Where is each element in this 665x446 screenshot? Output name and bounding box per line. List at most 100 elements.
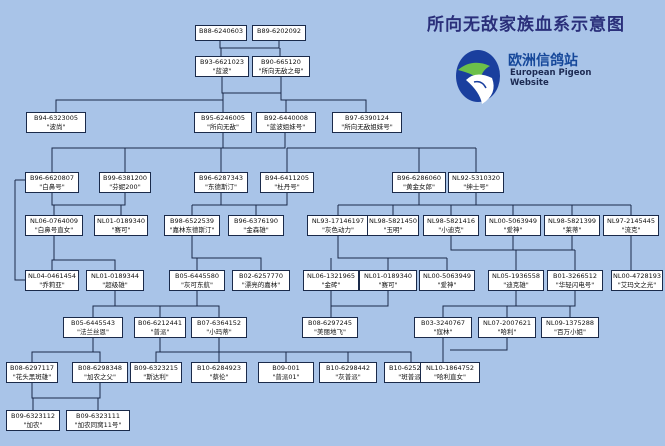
- pedigree-node: B08-6297117"花头黑斑雄": [6, 362, 58, 383]
- node-ring-number: NL01-0189340: [363, 272, 413, 280]
- node-ring-number: B09-6323112: [10, 412, 56, 420]
- node-ring-number: B98-6522539: [169, 217, 215, 225]
- node-pigeon-name: "花头黑斑雄": [12, 373, 52, 381]
- node-ring-number: NL05-1936558: [491, 272, 541, 280]
- connector-line: [280, 93, 367, 112]
- pedigree-node: B96-6620807"白鼻号": [25, 172, 79, 193]
- pedigree-node: B09-6323111"加农同窝11号": [66, 410, 130, 431]
- connector-line: [31, 383, 34, 410]
- pedigree-node: NL98-5821399"莱蒂": [544, 215, 600, 236]
- node-pigeon-name: "加农": [23, 421, 43, 429]
- node-pigeon-name: "嘉林东德斯汀": [169, 226, 215, 234]
- node-pigeon-name: "哈利": [497, 328, 517, 336]
- pedigree-node: B10-6284923"蔡伦": [191, 362, 247, 383]
- pedigree-node: B09-001"普派01": [258, 362, 314, 383]
- node-pigeon-name: "莱蒂": [562, 226, 582, 234]
- pedigree-node: B92-6440008"蓝波姐妹号": [256, 112, 316, 133]
- connector-line: [418, 193, 477, 206]
- node-pigeon-name: "灰色动力": [322, 226, 354, 234]
- pedigree-node: B01-3266512"华轻闪电号": [547, 270, 603, 291]
- node-pigeon-name: "所向无敌之母": [258, 67, 304, 75]
- node-ring-number: B99-6381200: [102, 174, 148, 182]
- pigeon-logo-icon: [456, 50, 500, 104]
- diagram-title: 所向无敌家族血系示意图: [427, 15, 625, 35]
- node-ring-number: NL98-5821416: [426, 217, 476, 225]
- node-pigeon-name: "迪克雄": [503, 281, 529, 289]
- node-pigeon-name: "黄金女郎": [403, 183, 435, 191]
- node-pigeon-name: "美丽地飞": [314, 328, 346, 336]
- pedigree-node: B94-6323005"波尚": [26, 112, 86, 133]
- pedigree-node: NL00-4728193"艾玛文之光": [611, 270, 663, 291]
- pedigree-node: NL10-1864752"哈利直女": [420, 362, 480, 383]
- node-ring-number: NL93-17146197: [311, 217, 365, 225]
- connector-line: [155, 338, 161, 362]
- node-ring-number: NL07-2007621: [482, 319, 532, 327]
- node-ring-number: B96-6620807: [29, 174, 75, 182]
- node-pigeon-name: "绅士号": [463, 183, 489, 191]
- node-pigeon-name: "漂亮的嘉林": [241, 281, 281, 289]
- connector-line: [92, 291, 116, 317]
- node-ring-number: B03-3240767: [420, 319, 466, 327]
- logo-name-en-line2: Website: [510, 78, 549, 88]
- node-ring-number: B06-6212441: [137, 319, 183, 327]
- node-pigeon-name: "灰普派": [335, 373, 361, 381]
- node-ring-number: B08-6298348: [77, 364, 123, 372]
- node-ring-number: B10-6298442: [325, 364, 371, 372]
- logo-name-en-line1: European Pigeon: [510, 68, 592, 78]
- node-ring-number: B09-001: [272, 364, 300, 372]
- node-pigeon-name: "赛可": [111, 226, 131, 234]
- pedigree-node: NL01-0189344"超级雄": [86, 270, 144, 291]
- node-ring-number: NL06-1321965: [306, 272, 356, 280]
- node-pigeon-name: "蔡伦": [209, 373, 229, 381]
- node-ring-number: B09-6323215: [133, 364, 179, 372]
- node-ring-number: B95-6246005: [200, 114, 246, 122]
- connector-line: [569, 291, 576, 317]
- connector-line: [450, 338, 508, 351]
- node-ring-number: NL06-0764009: [29, 217, 79, 225]
- node-ring-number: NL00-5063949: [422, 272, 472, 280]
- node-pigeon-name: "金森雄": [243, 226, 269, 234]
- node-pigeon-name: "波尚": [46, 123, 66, 131]
- pedigree-node: B97-6390124"所向无敌姐妹号": [332, 112, 402, 133]
- node-pigeon-name: "斯达利": [143, 373, 169, 381]
- node-ring-number: NL98-5821450: [368, 217, 418, 225]
- pedigree-node: NL01-0189340"赛可": [359, 270, 417, 291]
- node-ring-number: B01-3266512: [552, 272, 598, 280]
- pedigree-node: B06-6212441"普派": [134, 317, 186, 338]
- pedigree-node: B95-6246005"所向无敌": [194, 112, 252, 133]
- connector-line: [348, 351, 412, 362]
- pedigree-node: NL05-1936558"迪克雄": [488, 270, 544, 291]
- node-pigeon-name: "哈利直女": [434, 373, 466, 381]
- pedigree-node: B89-6202092: [252, 25, 306, 41]
- pedigree-node: B10-6298442"灰普派": [319, 362, 377, 383]
- pedigree-node: NL06-1321965"金砖": [303, 270, 359, 291]
- node-ring-number: NL97-2145445: [606, 217, 656, 225]
- pedigree-node: NL07-2007621"哈利": [478, 317, 536, 338]
- node-pigeon-name: "蓝波姐妹号": [266, 123, 306, 131]
- pedigree-node: B09-6323215"斯达利": [130, 362, 182, 383]
- connector-line: [450, 236, 517, 270]
- pedigree-node: NL98-5821450"玉明": [367, 215, 419, 236]
- node-ring-number: B96-6286060: [396, 174, 442, 182]
- pedigree-node: B94-6411205"杜丹号": [260, 172, 314, 193]
- pedigree-node: NL98-5821416"小迪克": [423, 215, 479, 236]
- node-pigeon-name: "寇林": [433, 328, 453, 336]
- node-ring-number: B05-6445543: [70, 319, 116, 327]
- node-pigeon-name: "白鼻号": [39, 183, 65, 191]
- node-pigeon-name: "加农同窝11号": [74, 421, 122, 429]
- connector-line: [331, 291, 389, 307]
- node-ring-number: NL01-0189344: [90, 272, 140, 280]
- connector-line: [31, 338, 94, 362]
- connector-line: [337, 236, 389, 270]
- node-ring-number: NL98-5821399: [547, 217, 597, 225]
- node-ring-number: NL00-4728193: [612, 272, 662, 280]
- node-pigeon-name: "杜丹号": [274, 183, 300, 191]
- pedigree-node: B05-6445580"灰可东航": [169, 270, 225, 291]
- node-ring-number: B96-6287343: [198, 174, 244, 182]
- node-pigeon-name: "超级雄": [102, 281, 128, 289]
- node-pigeon-name: "所向无敌": [207, 123, 239, 131]
- node-pigeon-name: "芬妮200": [109, 183, 141, 191]
- node-ring-number: B92-6440008: [263, 114, 309, 122]
- pedigree-node: NL00-5063949"爱神": [419, 270, 475, 291]
- node-ring-number: B94-6323005: [33, 114, 79, 122]
